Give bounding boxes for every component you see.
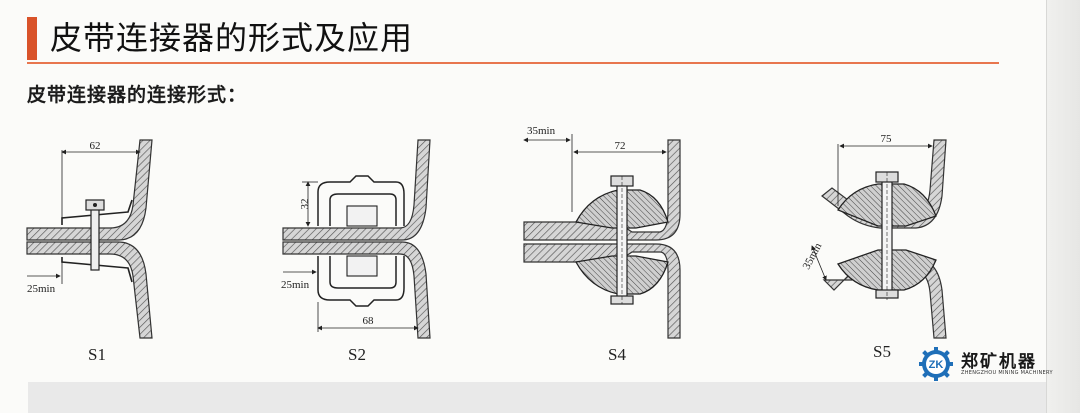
s2-belt-lower (282, 241, 431, 339)
s2-clamp-upper (317, 175, 405, 226)
s2-dim-68: 68 (363, 315, 375, 327)
s5-label: S5 (873, 342, 891, 361)
s4-bolt (616, 181, 628, 301)
page-title: 皮带连接器的形式及应用 (50, 19, 414, 57)
brand-subtitle: ZHENGZHOU MINING MACHINERY (961, 370, 1053, 376)
s1-belt-lower (26, 241, 153, 339)
s2-belt-upper (282, 139, 431, 241)
s2-dim-25min: 25min (281, 279, 310, 291)
brand-name: 郑矿机器 (961, 352, 1037, 372)
section-subtitle: 皮带连接器的连接形式： (27, 84, 248, 106)
title-accent-bar (27, 17, 37, 60)
s1-label: S1 (88, 345, 106, 364)
s1-bolt (90, 205, 100, 271)
zk-gear-logo-icon: ZK (919, 347, 953, 381)
diagram-s2: 32 25min 68 S2 (281, 139, 431, 364)
s1-dim-25min: 25min (27, 283, 56, 295)
s2-clamp-lower (317, 256, 405, 307)
diagram-s4: 35min 72 S4 (523, 125, 681, 364)
bottom-panel (28, 382, 1046, 413)
s5-dim-75: 75 (881, 133, 893, 145)
s2-label: S2 (348, 345, 366, 364)
s2-dim-32: 32 (299, 199, 311, 210)
s1-belt (26, 139, 153, 241)
svg-text:ZK: ZK (929, 359, 944, 371)
page-edge (1046, 0, 1080, 413)
s4-dim-35min: 35min (527, 125, 556, 137)
s4-dim-72: 72 (615, 140, 626, 152)
brand-logo: ZK 郑矿机器 ZHENGZHOU MINING MACHINERY (917, 346, 1053, 382)
diagram-s1: 62 25min S1 (26, 139, 153, 364)
s1-dim-62: 62 (90, 140, 101, 152)
diagram-s5: 75 35min S5 (801, 133, 947, 361)
title-rule (27, 62, 999, 64)
s4-label: S4 (608, 345, 626, 364)
